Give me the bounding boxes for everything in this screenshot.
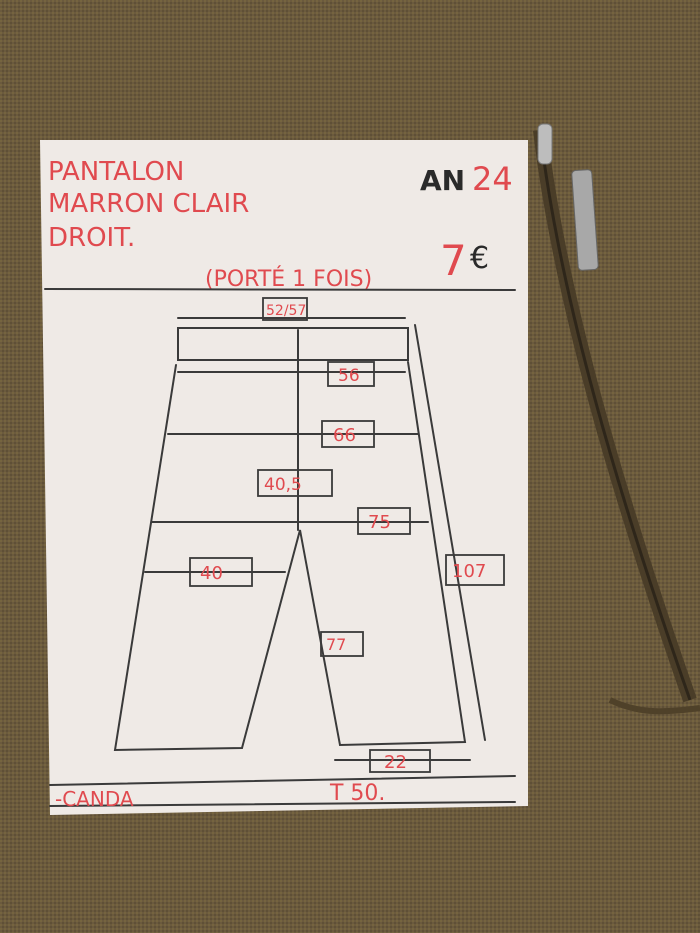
measure-leg-width: 40 (189, 557, 253, 587)
measure-full-width: 75 (357, 507, 411, 535)
pants-diagram (113, 317, 486, 761)
title-line-1: PANTALON (48, 157, 184, 187)
svg-text:56: 56 (338, 366, 360, 386)
measure-hem: 22 (369, 749, 431, 773)
zipper-pull-icon (537, 123, 599, 271)
condition: (PORTÉ 1 FOIS) (205, 266, 372, 292)
price: 7 (440, 236, 467, 285)
svg-text:40: 40 (200, 563, 223, 584)
footer-divider (49, 775, 516, 786)
svg-text:77: 77 (326, 635, 346, 654)
header-divider (44, 288, 516, 291)
svg-text:52/57: 52/57 (266, 303, 306, 319)
svg-text:22: 22 (384, 752, 407, 773)
footer-line (49, 801, 516, 807)
brand: -CANDA (55, 787, 134, 811)
year: 24 (472, 160, 513, 198)
measure-thigh: 66 (321, 420, 375, 448)
measure-outseam: 107 (445, 554, 505, 586)
zipper-pocket (533, 129, 700, 715)
svg-text:66: 66 (333, 425, 356, 446)
measure-rise: 40,5 (257, 469, 333, 497)
svg-text:107: 107 (452, 561, 486, 582)
title-line-2: MARRON CLAIR (48, 189, 249, 219)
measure-inseam: 77 (320, 631, 364, 657)
size: T 50. (329, 781, 385, 806)
svg-text:40,5: 40,5 (264, 475, 302, 495)
measure-hip: 56 (327, 361, 375, 387)
svg-text:75: 75 (368, 512, 391, 533)
year-prefix: AN (420, 164, 465, 197)
title-line-3: DROIT. (48, 223, 135, 253)
measure-waist: 52/57 (262, 297, 308, 321)
measurement-card: PANTALON MARRON CLAIR DROIT. AN 24 7 € (… (40, 140, 528, 815)
currency: € (470, 241, 489, 276)
